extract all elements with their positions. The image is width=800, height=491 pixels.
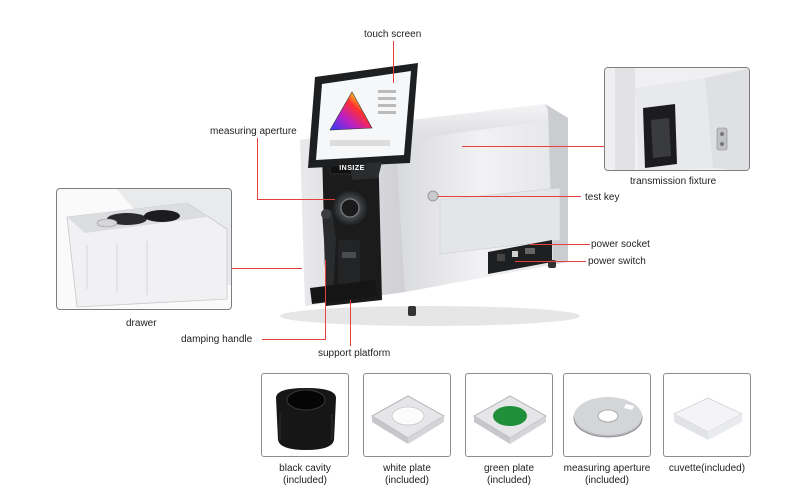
callout-touch-screen [393, 41, 394, 83]
callout-measuring-aperture [257, 138, 258, 200]
drawer-illustration [66, 189, 231, 308]
accessory-cuvette [663, 373, 751, 457]
green-plate-icon [473, 395, 547, 444]
transmission-fixture-inset [604, 67, 750, 171]
drawer-inset [56, 188, 232, 310]
label-drawer: drawer [126, 318, 157, 329]
callout-transmission-fixture [462, 146, 604, 147]
measuring-aperture-icon [573, 397, 643, 438]
accessory-caption-black-cavity: black cavity(included) [279, 463, 331, 486]
callout-drawer [232, 268, 302, 269]
transmission-fixture-illustration [605, 68, 749, 170]
accessory-caption-green-plate: green plate(included) [483, 463, 535, 486]
label-damping-handle: damping handle [181, 334, 253, 345]
white-plate-icon [371, 395, 445, 444]
accessory-green-plate [465, 373, 553, 457]
callout-damping-handle [325, 260, 326, 340]
label-transmission-fixture: transmission fixture [630, 176, 717, 187]
brand-logo: INSIZE [339, 165, 365, 172]
accessory-caption-measuring-aperture: measuring aperture(included) [563, 463, 651, 486]
label-power-switch: power switch [588, 256, 646, 267]
accessory-caption-white-plate: white plate(included) [383, 463, 431, 486]
accessory-black-cavity [261, 373, 349, 457]
accessory-caption-cuvette: cuvette(included) [668, 463, 746, 474]
callout-power-switch [515, 261, 586, 262]
label-touch-screen: touch screen [364, 29, 422, 40]
label-power-socket: power socket [591, 239, 650, 250]
callout-test-key [438, 196, 581, 197]
accessory-measuring-aperture [563, 373, 651, 457]
callout-support-platform [350, 300, 351, 346]
callout-power-socket [530, 244, 590, 245]
cuvette-icon [673, 397, 743, 440]
accessory-white-plate [363, 373, 451, 457]
label-support-platform: support platform [318, 348, 391, 359]
black-cavity-icon [276, 388, 336, 450]
label-test-key: test key [585, 192, 620, 203]
label-measuring-aperture: measuring aperture [210, 126, 297, 137]
